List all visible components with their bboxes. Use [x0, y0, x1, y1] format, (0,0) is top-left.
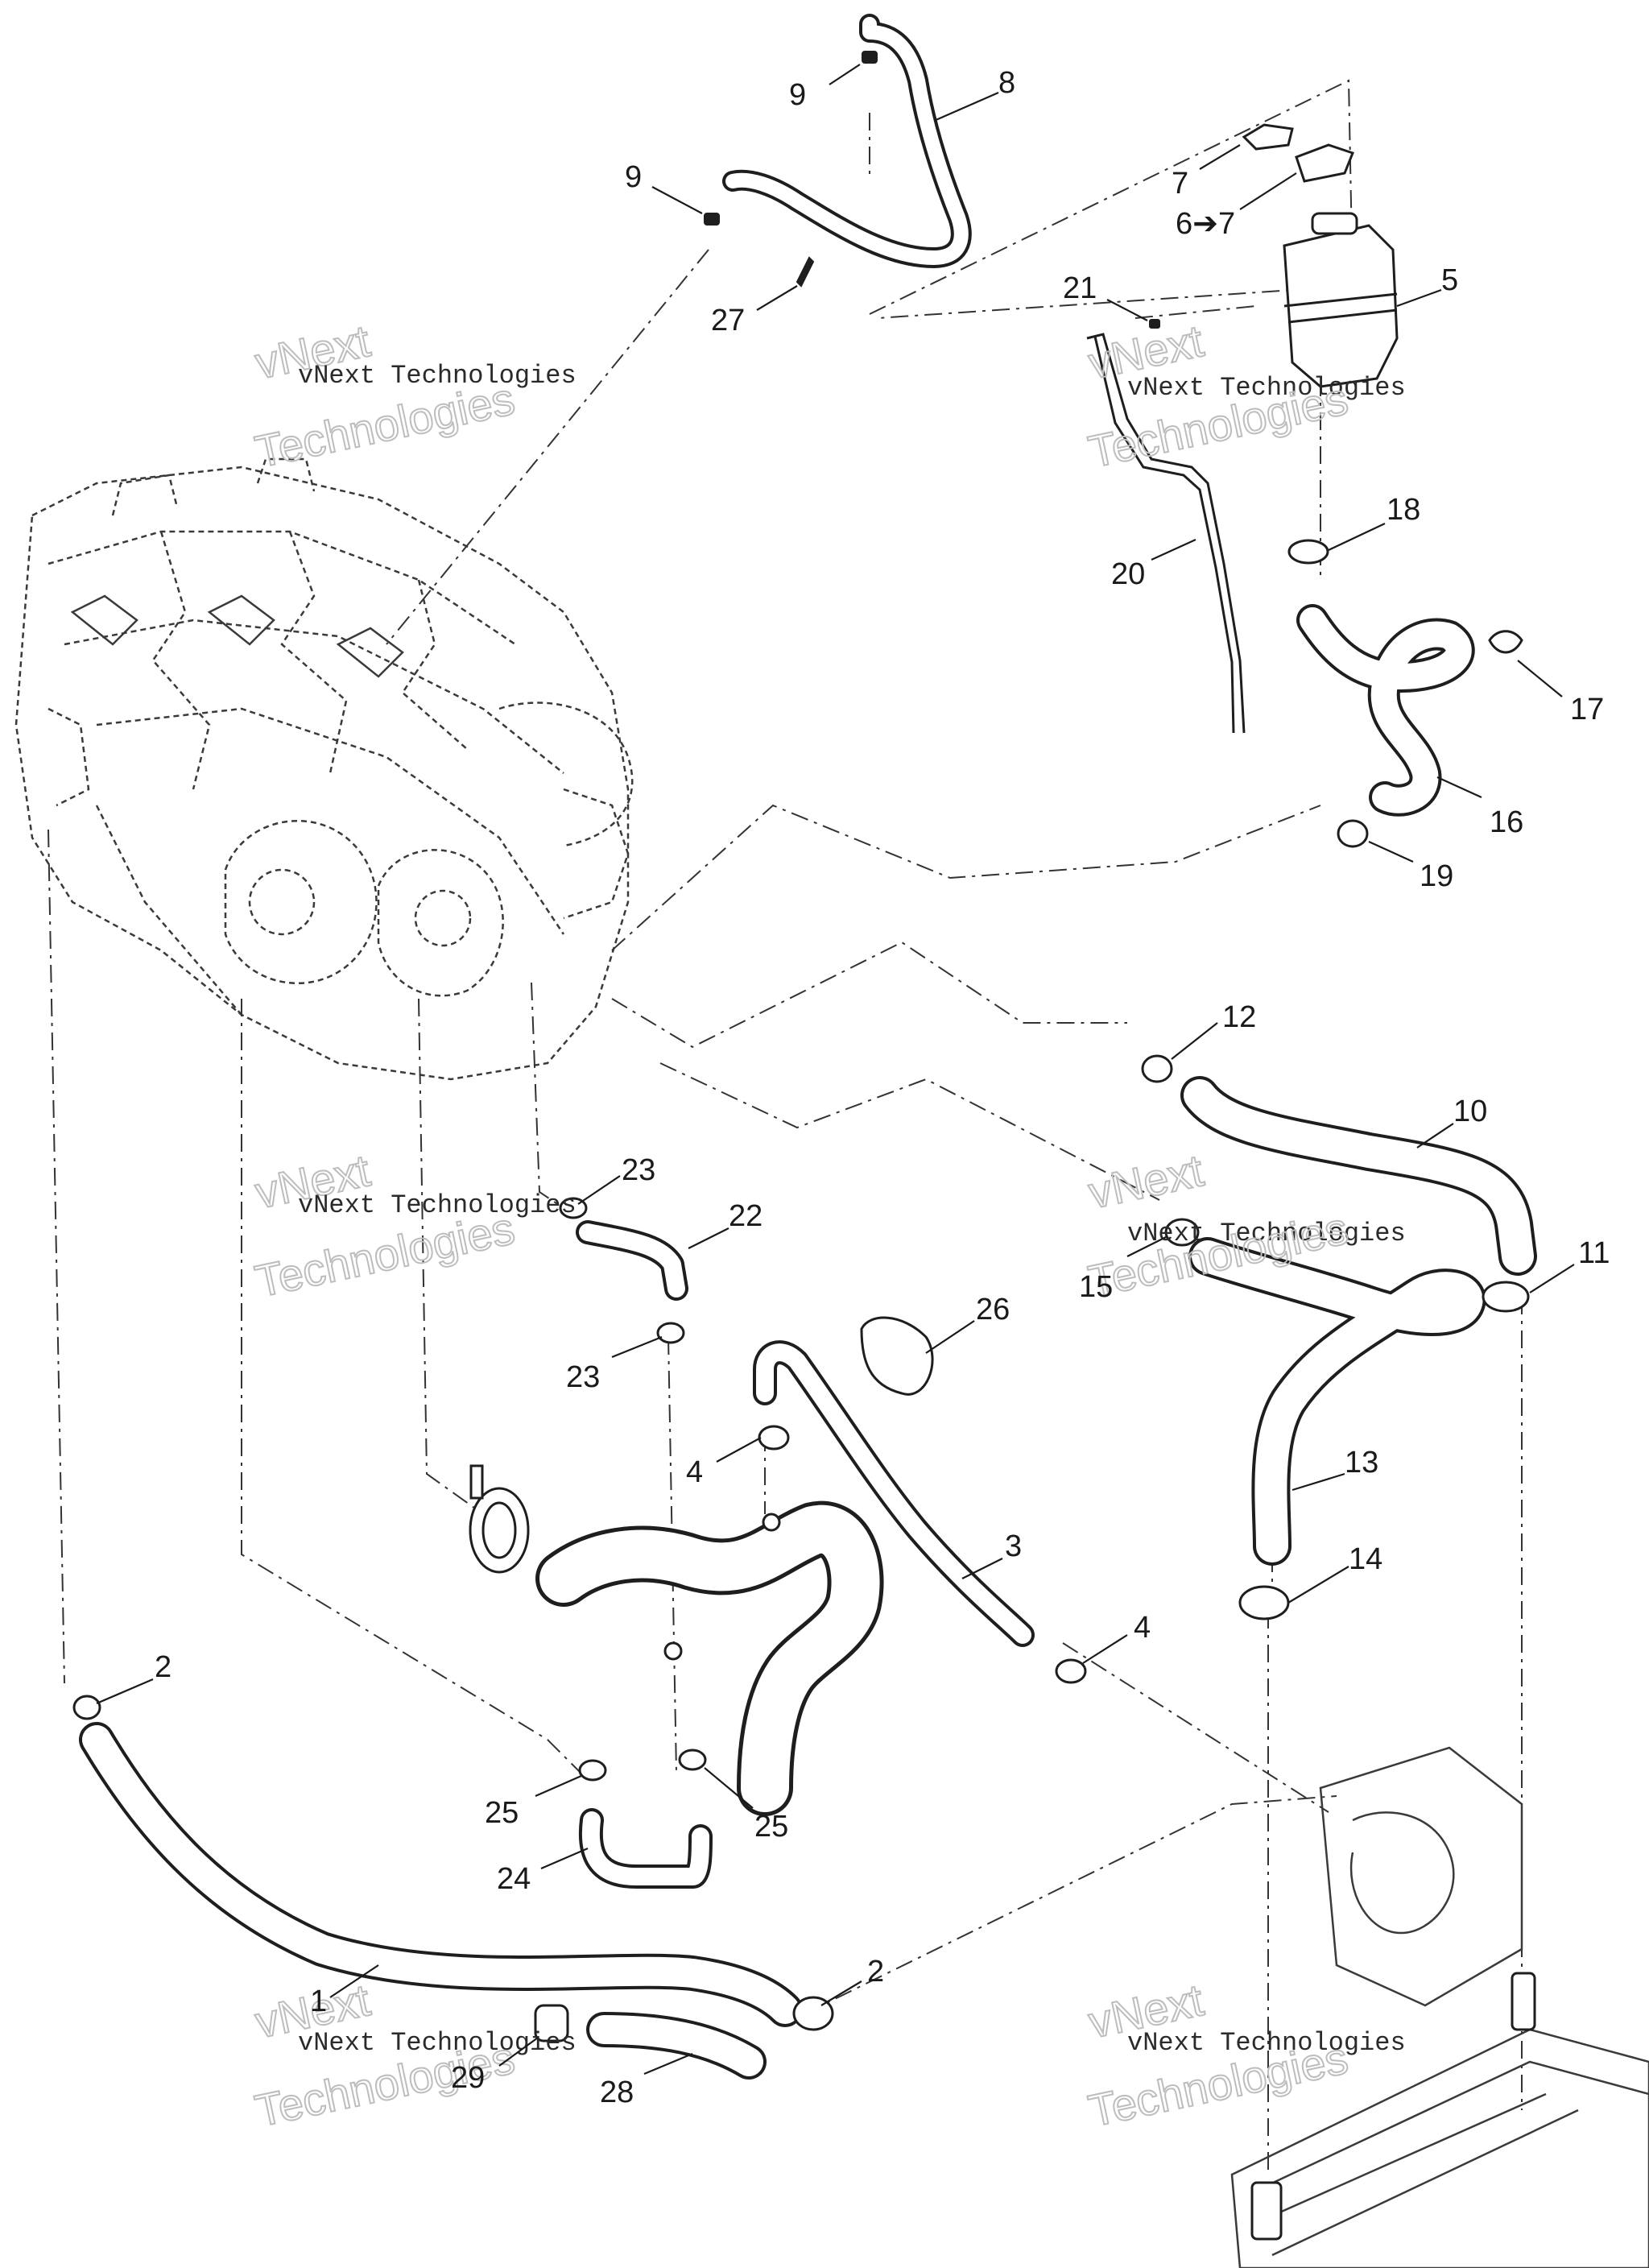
thermostat-housing [469, 1464, 884, 1816]
hose-16 [1296, 604, 1475, 817]
callout-8: 8 [933, 66, 1015, 122]
callout-10: 10 [1416, 1095, 1487, 1148]
callout-15: 15 [1079, 1235, 1168, 1304]
callout-label: 14 [1349, 1542, 1382, 1576]
callout-29: 29 [451, 2037, 539, 2095]
callout-26: 26 [925, 1293, 1010, 1354]
callout-label: 2 [155, 1650, 172, 1684]
callout-2-left: 2 [96, 1650, 172, 1705]
hose-1 [79, 1722, 803, 2027]
callout-label: 29 [451, 2061, 485, 2095]
hose-13-15 [1188, 1237, 1486, 1566]
watermark-bottom-left: vNext vNext Technologies Technologies [250, 1973, 577, 2137]
callout-21: 21 [1063, 271, 1148, 321]
callout-label: 7 [1172, 167, 1188, 201]
callout-label: 13 [1345, 1446, 1378, 1480]
callout-label: 21 [1063, 271, 1097, 305]
callout-9-top: 9 [789, 64, 861, 112]
svg-text:vNext: vNext [1085, 1144, 1209, 1218]
assembly-guide-lines [48, 79, 1523, 2175]
callout-label: 10 [1453, 1095, 1487, 1128]
watermark-bottom-right: vNext vNext Technologies Technologies [1084, 1973, 1406, 2137]
hose-24 [578, 1808, 713, 1889]
callout-2-right: 2 [820, 1955, 884, 2006]
callout-label: 19 [1420, 859, 1453, 893]
watermark-top-left: vNext vNext Technologies Technologies [250, 314, 577, 478]
callout-label: 11 [1578, 1236, 1610, 1270]
callout-label: 12 [1222, 1000, 1256, 1034]
callout-24: 24 [497, 1847, 589, 1896]
callout-23-top: 23 [577, 1153, 655, 1205]
hose-20 [1086, 333, 1246, 734]
callout-label: 26 [976, 1293, 1010, 1326]
coolant-reservoir [1242, 123, 1399, 388]
callout-11: 11 [1529, 1236, 1610, 1293]
callout-25-left: 25 [485, 1774, 582, 1830]
callout-18: 18 [1328, 493, 1420, 551]
svg-text:vNext Technologies: vNext Technologies [1127, 1219, 1406, 1248]
callout-label: 15 [1079, 1270, 1113, 1304]
callout-19: 19 [1368, 840, 1453, 893]
callout-9-middle: 9 [625, 160, 703, 214]
callout-3: 3 [961, 1529, 1022, 1579]
callout-4-top: 4 [686, 1437, 762, 1489]
callout-label: 23 [566, 1360, 600, 1394]
svg-text:vNext Technologies: vNext Technologies [298, 1190, 577, 1220]
callout-25-right: 25 [704, 1767, 788, 1844]
callout-label: 9 [789, 78, 806, 112]
sleeve-29 [534, 2004, 569, 2042]
callout-16: 16 [1436, 776, 1523, 839]
callout-label: 17 [1570, 693, 1604, 726]
callout-14: 14 [1287, 1542, 1382, 1604]
callout-label: 4 [686, 1455, 703, 1489]
callout-13: 13 [1292, 1446, 1378, 1492]
callout-7: 7 [1172, 144, 1241, 201]
callout-label: 4 [1134, 1611, 1151, 1645]
callout-label: 6➔7 [1176, 207, 1235, 241]
callout-23-bottom: 23 [566, 1335, 663, 1394]
callout-label: 3 [1005, 1529, 1022, 1563]
callout-label: 23 [622, 1153, 655, 1187]
hose-10 [1180, 1076, 1537, 1276]
watermark-middle-left: vNext vNext Technologies Technologies [250, 1144, 577, 1307]
callout-5: 5 [1396, 263, 1458, 308]
svg-text:vNext Technologies: vNext Technologies [1127, 373, 1406, 403]
callout-label: 27 [711, 304, 745, 337]
callout-12: 12 [1171, 1000, 1256, 1060]
callout-28: 28 [600, 2052, 693, 2109]
callout-17: 17 [1517, 660, 1604, 726]
engine-block [14, 457, 634, 1081]
callout-label: 24 [497, 1862, 531, 1896]
callout-label: 22 [729, 1199, 763, 1233]
callout-20: 20 [1111, 538, 1196, 591]
callout-label: 25 [485, 1796, 519, 1830]
callout-1: 1 [310, 1964, 379, 2018]
heat-exchanger [1230, 1746, 1649, 2268]
callout-4-bottom: 4 [1082, 1611, 1151, 1664]
callout-label: 1 [310, 1984, 327, 2018]
callout-label: 18 [1387, 493, 1420, 527]
svg-text:vNext Technologies: vNext Technologies [298, 361, 577, 391]
callout-label: 5 [1441, 263, 1458, 297]
svg-text:vNext Technologies: vNext Technologies [1127, 2028, 1406, 2058]
callout-label: 8 [998, 66, 1015, 100]
callout-label: 20 [1111, 557, 1145, 591]
callout-label: 9 [625, 160, 642, 194]
callout-6-7: 6➔7 [1176, 172, 1297, 241]
hose-8 [722, 14, 972, 268]
callout-label: 25 [754, 1810, 788, 1844]
hose-22 [576, 1220, 688, 1301]
callout-27: 27 [711, 285, 798, 337]
hose-28 [586, 2012, 767, 2080]
callout-label: 28 [600, 2076, 634, 2109]
callout-label: 16 [1490, 805, 1523, 839]
callout-22: 22 [688, 1199, 763, 1249]
callout-label: 2 [867, 1955, 884, 1989]
hose-3 [753, 1340, 1035, 1647]
